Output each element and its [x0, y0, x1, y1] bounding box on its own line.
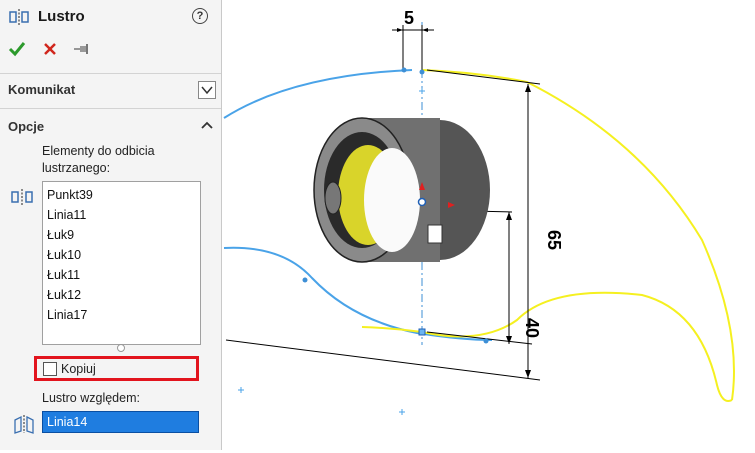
- mirror-about-field[interactable]: Linia14: [42, 411, 199, 433]
- list-item[interactable]: Łuk9: [47, 228, 75, 242]
- section-message-title[interactable]: Komunikat: [8, 82, 76, 97]
- property-manager-panel: Lustro ? Komunikat Opcje Elementy do odb…: [0, 0, 222, 450]
- chevron-up-icon[interactable]: [200, 120, 214, 130]
- mirror-entities-icon: [9, 9, 29, 25]
- sketch-canvas[interactable]: 5 65 40: [222, 0, 755, 450]
- chevron-down-icon: [201, 86, 213, 95]
- mirror-entities-icon: [11, 189, 33, 205]
- copy-checkbox[interactable]: [43, 362, 57, 376]
- origin-marker: [419, 182, 425, 190]
- copy-label[interactable]: Kopiuj: [61, 362, 96, 376]
- close-icon[interactable]: [39, 38, 61, 60]
- resize-handle[interactable]: [117, 344, 125, 352]
- help-icon[interactable]: ?: [192, 8, 208, 24]
- origin-point[interactable]: [417, 197, 427, 207]
- sketch-arc[interactable]: [223, 69, 413, 119]
- entities-listbox[interactable]: Punkt39 Linia11 Łuk9 Łuk10 Łuk11 Łuk12 L…: [42, 181, 201, 345]
- mirror-about-label: Lustro względem:: [42, 391, 140, 405]
- divider: [0, 108, 221, 109]
- divider: [0, 73, 221, 74]
- entities-label-line1: Elementy do odbicia: [42, 144, 155, 158]
- entities-label-line2: lustrzanego:: [42, 161, 111, 175]
- mirrored-arc: [361, 291, 733, 402]
- ring-model: [313, 117, 490, 263]
- origin-marker: [448, 202, 455, 208]
- panel-title: Lustro: [38, 8, 85, 25]
- pushpin-icon[interactable]: [70, 38, 92, 60]
- action-bar: [0, 38, 221, 62]
- list-item[interactable]: Łuk11: [47, 268, 81, 282]
- copy-highlight-frame: [34, 356, 199, 381]
- dimension-65[interactable]: 65: [544, 230, 564, 250]
- panel-header: Lustro ?: [0, 0, 221, 34]
- endpoint-handle[interactable]: [418, 328, 426, 336]
- mirrored-arc: [421, 69, 735, 401]
- expand-toggle[interactable]: [198, 81, 216, 99]
- dimension-5[interactable]: 5: [404, 8, 414, 28]
- mirror-line-icon: [14, 415, 34, 434]
- sketch-arc[interactable]: [223, 246, 493, 341]
- sketch-cross-points: [238, 88, 425, 415]
- list-item[interactable]: Linia17: [47, 308, 88, 322]
- section-options-title[interactable]: Opcje: [8, 119, 45, 134]
- list-item[interactable]: Punkt39: [47, 188, 93, 202]
- graphics-viewport[interactable]: 5 65 40: [222, 0, 755, 450]
- checkmark-icon[interactable]: [6, 38, 28, 60]
- list-item[interactable]: Łuk12: [47, 288, 82, 302]
- dimension-40[interactable]: 40: [522, 318, 542, 338]
- list-item[interactable]: Łuk10: [47, 248, 82, 262]
- list-item[interactable]: Linia11: [47, 208, 87, 222]
